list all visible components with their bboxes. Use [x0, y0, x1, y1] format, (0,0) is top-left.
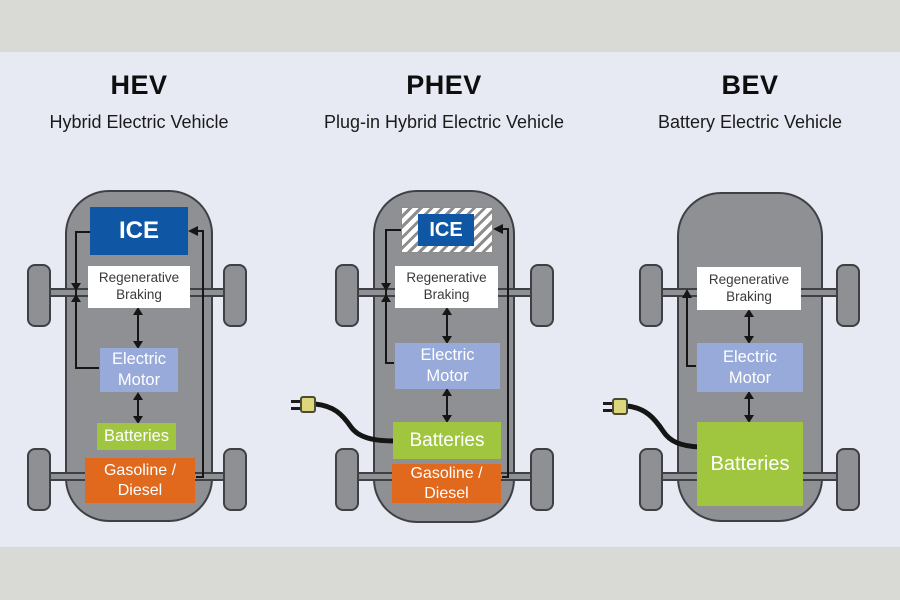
phev-plug-prong-top [291, 400, 300, 403]
bottom-edge-strip [0, 547, 900, 600]
phev-batteries-box: Batteries [393, 422, 501, 459]
bev-wheel-rear-right [836, 448, 860, 511]
bev-batteries-box: Batteries [697, 422, 803, 506]
hev-fuel-to-ice-line [196, 230, 204, 478]
bev-charge-cable [624, 403, 702, 450]
top-edge-strip [0, 0, 900, 52]
phev-fuel-to-ice-line [502, 228, 509, 478]
hev-wheel-front-right [223, 264, 247, 327]
phev-electric-motor-box: Electric Motor [395, 343, 500, 389]
hev-electric-motor-box: Electric Motor [100, 348, 178, 392]
phev-subtitle: Plug-in Hybrid Electric Vehicle [323, 112, 565, 132]
phev-title: PHEV [406, 70, 482, 100]
phev-plug-prong-bottom [291, 407, 300, 410]
hev-ice-box: ICE [90, 207, 188, 255]
phev-charge-cable [312, 401, 397, 444]
phev-wheel-front-right [530, 264, 554, 327]
phev-ice-box: ICE [418, 214, 474, 246]
phev-wheel-rear-right [530, 448, 554, 511]
bev-wheel-rear-left [639, 448, 663, 511]
bev-title: BEV [721, 70, 779, 100]
phev-wheel-rear-left [335, 448, 359, 511]
phev-wheel-front-left [335, 264, 359, 327]
bev-plug-prong-bottom [603, 409, 612, 412]
hev-wheel-rear-right [223, 448, 247, 511]
hev-batteries-box: Batteries [97, 423, 176, 450]
arrowheads [71, 224, 754, 424]
hev-fuel-box: Gasoline / Diesel [85, 458, 195, 503]
bev-charging-plug-icon [612, 398, 628, 415]
hev-title: HEV [110, 70, 168, 100]
phev-charging-plug-icon [300, 396, 316, 413]
bev-axle-to-motor-line [686, 297, 696, 367]
bev-wheel-front-right [836, 264, 860, 327]
hev-wheel-front-left [27, 264, 51, 327]
phev-regenerative-braking-box: Regenerative Braking [395, 266, 498, 308]
hev-regenerative-braking-box: Regenerative Braking [88, 266, 190, 308]
bev-wheel-front-left [639, 264, 663, 327]
bev-subtitle: Battery Electric Vehicle [657, 112, 843, 132]
hev-subtitle: Hybrid Electric Vehicle [49, 112, 229, 132]
phev-fuel-box: Gasoline / Diesel [392, 464, 501, 503]
bev-regenerative-braking-box: Regenerative Braking [697, 267, 801, 310]
bev-plug-prong-top [603, 402, 612, 405]
hev-wheel-rear-left [27, 448, 51, 511]
bev-electric-motor-box: Electric Motor [697, 343, 803, 392]
